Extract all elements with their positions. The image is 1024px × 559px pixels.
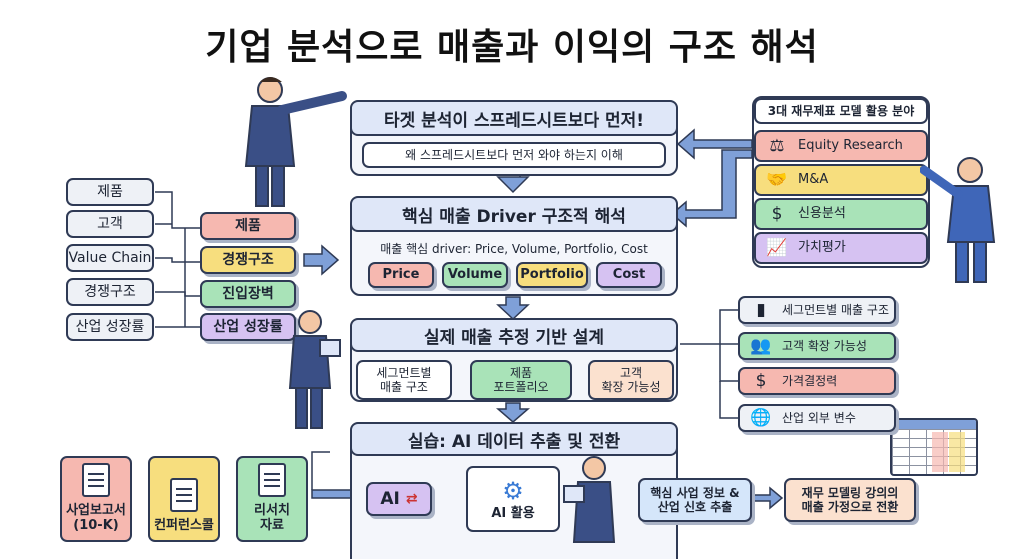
spreadsheet-icon — [890, 418, 978, 476]
step4-title: 실습: AI 데이터 추출 및 전환 — [350, 422, 678, 456]
growth-chart-icon: 📈 — [766, 237, 788, 258]
bar-chart-icon: ▮ — [756, 299, 766, 320]
factor-segment-label: 세그먼트별 매출 구조 — [782, 302, 889, 317]
source-research: 리서치 자료 — [236, 456, 308, 542]
output-convert: 재무 모델링 강의의 매출 가정으로 전환 — [784, 478, 916, 522]
left-mid-product: 제품 — [200, 212, 296, 240]
field-equity-research: ⚖ Equity Research — [754, 130, 928, 162]
output-extract: 핵심 사업 정보 & 산업 신호 추출 — [638, 478, 752, 522]
field-credit-analysis-label: 신용분석 — [798, 206, 846, 222]
businessman-bottom-illustration — [563, 456, 616, 543]
businessman-tablet-illustration — [288, 310, 341, 429]
factor-pricing-label: 가격결정력 — [782, 373, 838, 388]
factor-segment: ▮ 세그먼트별 매출 구조 — [738, 296, 896, 324]
driver-chip-price: Price — [368, 262, 434, 288]
field-valuation-label: 가치평가 — [798, 240, 846, 256]
ai-chip: AI ⇄ — [366, 482, 432, 516]
globe-icon: 🌐 — [750, 407, 772, 428]
document-icon — [82, 462, 110, 497]
step1-subtitle: 왜 스프레드시트보다 먼저 와야 하는지 이해 — [362, 142, 666, 168]
step3-title: 실제 매출 추정 기반 설계 — [350, 318, 678, 352]
factor-external: 🌐 산업 외부 변수 — [738, 404, 896, 432]
swap-icon: ⇄ — [405, 490, 418, 507]
step2-title: 핵심 매출 Driver 구조적 해석 — [350, 196, 678, 232]
field-credit-analysis: $ 신용분석 — [754, 198, 928, 230]
source-annual-report: 사업보고서 (10-K) — [60, 456, 132, 542]
field-valuation: 📈 가치평가 — [754, 232, 928, 264]
gear-icon: ⚙ — [502, 476, 524, 505]
right-top-header: 3대 재무제표 모델 활용 분야 — [754, 98, 928, 124]
step3-item-portfolio: 제품 포트폴리오 — [470, 360, 572, 400]
left-mid-industry-growth: 산업 성장률 — [200, 313, 296, 341]
ai-use-label: AI 활용 — [491, 505, 535, 521]
ai-chip-label: AI — [380, 488, 400, 509]
left-input-value-chain: Value Chain — [66, 244, 154, 272]
field-equity-research-label: Equity Research — [798, 138, 903, 154]
people-icon: 👥 — [750, 335, 772, 356]
factor-pricing: $ 가격결정력 — [738, 367, 896, 395]
left-input-product: 제품 — [66, 178, 154, 206]
source-conference-call: 컨퍼런스콜 — [148, 456, 220, 542]
businessman-pointing-illustration — [244, 77, 347, 207]
source-annual-report-label: 사업보고서 (10-K) — [66, 502, 126, 534]
field-ma-label: M&A — [798, 172, 829, 188]
document-icon — [170, 478, 198, 513]
businessman-right-illustration — [920, 157, 996, 283]
driver-chip-cost: Cost — [596, 262, 662, 288]
step3-item-customer: 고객 확장 가능성 — [588, 360, 674, 400]
factor-customer-label: 고객 확장 가능성 — [782, 338, 867, 353]
page-title: 기업 분석으로 매출과 이익의 구조 해석 — [205, 27, 819, 68]
dollar-doc-icon: $ — [771, 203, 783, 224]
coin-icon: $ — [755, 370, 767, 391]
step3-item-segment: 세그먼트별 매출 구조 — [356, 360, 452, 400]
driver-chip-volume: Volume — [442, 262, 508, 288]
left-mid-competition: 경쟁구조 — [200, 246, 296, 274]
factor-customer: 👥 고객 확장 가능성 — [738, 332, 896, 360]
scale-icon: ⚖ — [769, 135, 785, 156]
document-icon — [258, 462, 286, 497]
step2-subtitle: 매출 핵심 driver: Price, Volume, Portfolio, … — [380, 242, 648, 256]
driver-chip-portfolio: Portfolio — [516, 262, 588, 288]
handshake-icon: 🤝 — [766, 169, 788, 190]
left-input-competition: 경쟁구조 — [66, 278, 154, 306]
ai-use-box: ⚙ AI 활용 — [466, 466, 560, 532]
left-input-customer: 고객 — [66, 210, 154, 238]
field-ma: 🤝 M&A — [754, 164, 928, 196]
factor-external-label: 산업 외부 변수 — [782, 410, 856, 425]
left-mid-entry-barrier: 진입장벽 — [200, 280, 296, 308]
source-research-label: 리서치 자료 — [254, 502, 290, 534]
source-conference-call-label: 컨퍼런스콜 — [154, 518, 214, 534]
left-input-industry-growth: 산업 성장률 — [66, 313, 154, 341]
step1-title: 타겟 분석이 스프레드시트보다 먼저! — [350, 100, 678, 136]
